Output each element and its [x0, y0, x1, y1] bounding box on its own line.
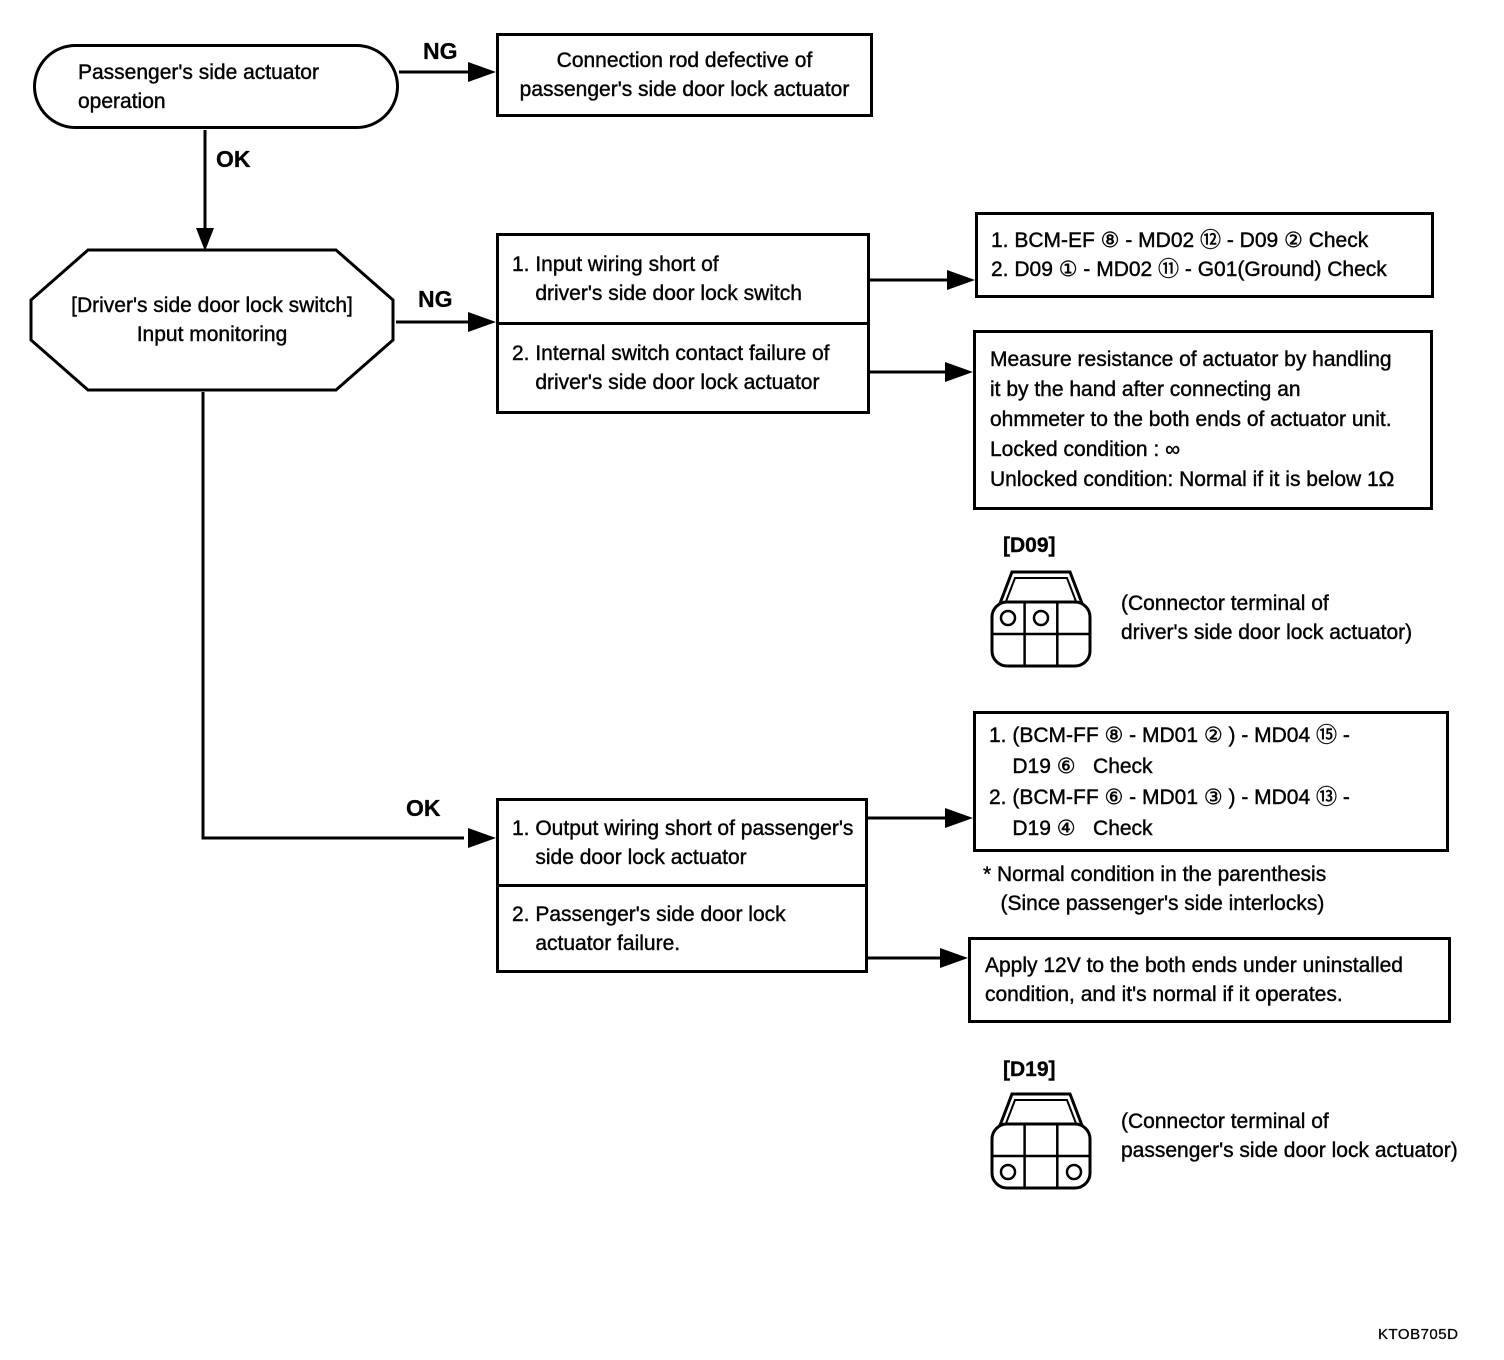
ok-cause-2-label: 2. Passenger's side door lock actuator f… — [512, 902, 786, 955]
input-wiring-check-box: 1. BCM-EF ⑧ - MD02 ⑫ - D09 ② Check 2. D0… — [975, 212, 1434, 298]
edge-label-ok-top: OK — [216, 146, 251, 172]
arrowhead-ngcause1-to-check — [947, 270, 975, 290]
arrowhead-ok-branch — [468, 828, 496, 848]
edge-label-ng-top: NG — [423, 38, 458, 64]
arrowhead-ngcause2-to-measure — [945, 362, 973, 382]
result-connection-rod-defective: Connection rod defective of passenger's … — [496, 33, 873, 117]
decision-node-input-monitoring: [Driver's side door lock switch] Input m… — [28, 248, 396, 392]
d09-connector-caption: (Connector terminal of driver's side doo… — [1121, 592, 1413, 644]
normal-condition-note: * Normal condition in the parenthesis (S… — [983, 863, 1327, 915]
line-monitoring-ok-branch — [201, 392, 464, 840]
ng-cause-1-label: 1. Input wiring short of driver's side d… — [512, 253, 802, 305]
octagon-shape — [29, 248, 395, 392]
document-code: KTOB705D — [1378, 1326, 1459, 1343]
ok-cause-1-cell: 1. Output wiring short of passenger's si… — [499, 801, 865, 887]
start-node-label: Passenger's side actuator operation — [78, 60, 319, 113]
d09-connector-icon — [990, 570, 1092, 668]
ng-cause-2-cell: 2. Internal switch contact failure of dr… — [499, 325, 867, 411]
start-node-passenger-actuator-operation: Passenger's side actuator operation — [33, 44, 399, 129]
d19-connector-icon — [990, 1092, 1092, 1190]
arrowhead-okcause2-to-apply — [940, 948, 968, 968]
ng-cause-1-cell: 1. Input wiring short of driver's side d… — [499, 236, 867, 325]
ng-cause-2-label: 2. Internal switch contact failure of dr… — [512, 342, 830, 394]
arrowhead-okcause1-to-check — [945, 808, 973, 828]
measure-resistance-box: Measure resistance of actuator by handli… — [973, 330, 1433, 510]
d09-connector-title: [D09] — [1003, 534, 1056, 557]
d19-connector-caption: (Connector terminal of passenger's side … — [1121, 1110, 1458, 1162]
ng-causes-box: 1. Input wiring short of driver's side d… — [496, 233, 870, 414]
apply-12v-label: Apply 12V to the both ends under uninsta… — [985, 954, 1403, 1006]
output-wiring-check-label: 1. (BCM-FF ⑧ - MD01 ② ) - MD04 ⑮ - D19 ⑥… — [989, 723, 1350, 840]
edge-label-ok-branch: OK — [406, 795, 441, 821]
ok-cause-2-cell: 2. Passenger's side door lock actuator f… — [499, 887, 865, 970]
apply-12v-box: Apply 12V to the both ends under uninsta… — [968, 937, 1451, 1023]
d19-connector-title: [D19] — [1003, 1058, 1056, 1081]
result-connection-rod-label: Connection rod defective of passenger's … — [519, 49, 850, 101]
arrowhead-start-to-connection-rod — [468, 62, 496, 82]
input-wiring-check-label: 1. BCM-EF ⑧ - MD02 ⑫ - D09 ② Check 2. D0… — [991, 229, 1387, 281]
ok-causes-box: 1. Output wiring short of passenger's si… — [496, 798, 868, 973]
output-wiring-check-box: 1. (BCM-FF ⑧ - MD01 ② ) - MD04 ⑮ - D19 ⑥… — [973, 711, 1449, 852]
ok-cause-1-label: 1. Output wiring short of passenger's si… — [512, 816, 854, 869]
arrowhead-monitoring-ng — [468, 312, 496, 332]
measure-resistance-label: Measure resistance of actuator by handli… — [990, 348, 1395, 491]
edge-label-ng-mid: NG — [418, 286, 453, 312]
decision-node-label: [Driver's side door lock switch] Input m… — [71, 294, 353, 346]
